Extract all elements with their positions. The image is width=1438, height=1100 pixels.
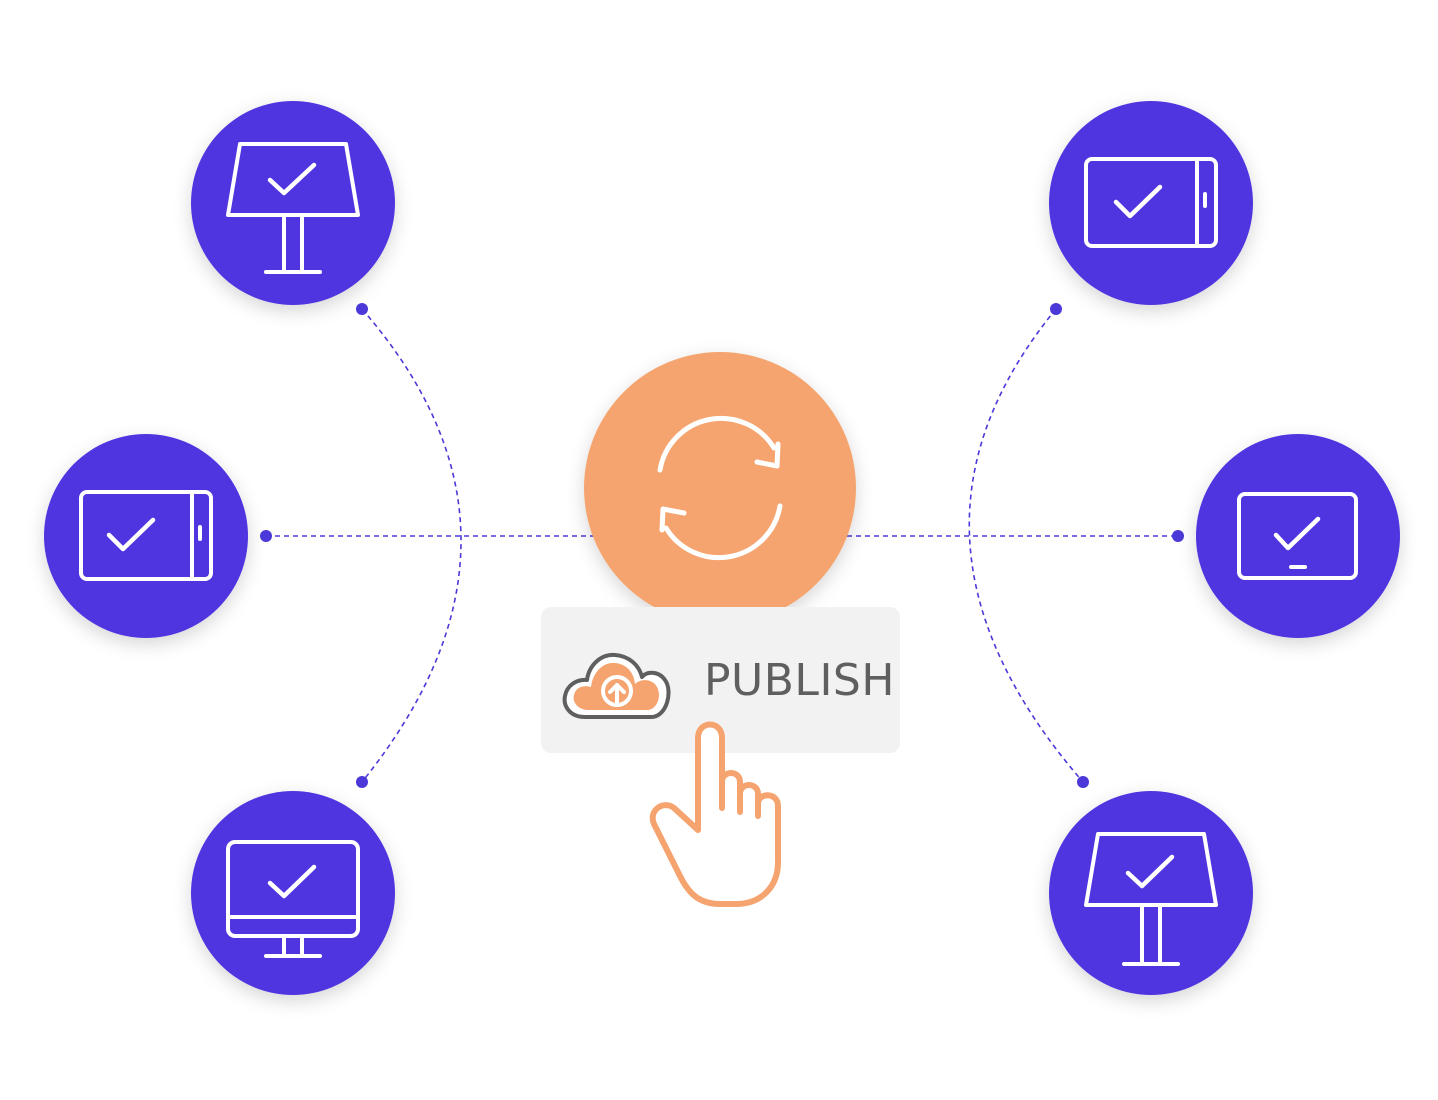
publish-button[interactable]: PUBLISH xyxy=(541,607,900,753)
publish-label: PUBLISH xyxy=(704,655,895,706)
device-circle xyxy=(191,791,395,995)
device-node-bottom-right xyxy=(1049,791,1253,995)
sync-node xyxy=(584,352,856,624)
tablet-icon xyxy=(1084,157,1218,248)
kiosk-icon xyxy=(1084,832,1218,966)
connectors xyxy=(266,308,1178,783)
check-icon xyxy=(1113,184,1163,219)
sync-circle xyxy=(584,352,856,624)
monitor-icon xyxy=(226,840,360,958)
device-circle xyxy=(1049,791,1253,995)
connector-dot xyxy=(1050,303,1062,315)
kiosk-icon xyxy=(226,142,360,274)
connector-dot xyxy=(1077,776,1089,788)
device-node-middle-right xyxy=(1196,434,1400,638)
device-node-top-left xyxy=(191,101,395,305)
connector-arc-left xyxy=(361,308,462,783)
sync-button[interactable] xyxy=(584,352,856,624)
device-node-middle-left xyxy=(44,434,248,638)
cloud-upload-icon xyxy=(562,652,671,719)
check-icon xyxy=(267,162,317,196)
check-icon xyxy=(1273,516,1321,551)
check-icon xyxy=(106,517,156,552)
sync-icon xyxy=(657,415,783,561)
connector-arc-right xyxy=(968,308,1084,783)
device-node-top-right xyxy=(1049,101,1253,305)
connector-dot xyxy=(356,776,368,788)
device-circle xyxy=(191,101,395,305)
tablet-icon xyxy=(79,490,213,581)
device-circle xyxy=(44,434,248,638)
tv-icon xyxy=(1237,492,1358,580)
connector-dot xyxy=(356,303,368,315)
connector-dot xyxy=(1172,530,1184,542)
connector-dots xyxy=(260,303,1184,788)
check-icon xyxy=(1125,854,1175,889)
check-icon xyxy=(267,864,317,899)
device-node-bottom-left xyxy=(191,791,395,995)
connector-dot xyxy=(260,530,272,542)
device-circle xyxy=(1049,101,1253,305)
